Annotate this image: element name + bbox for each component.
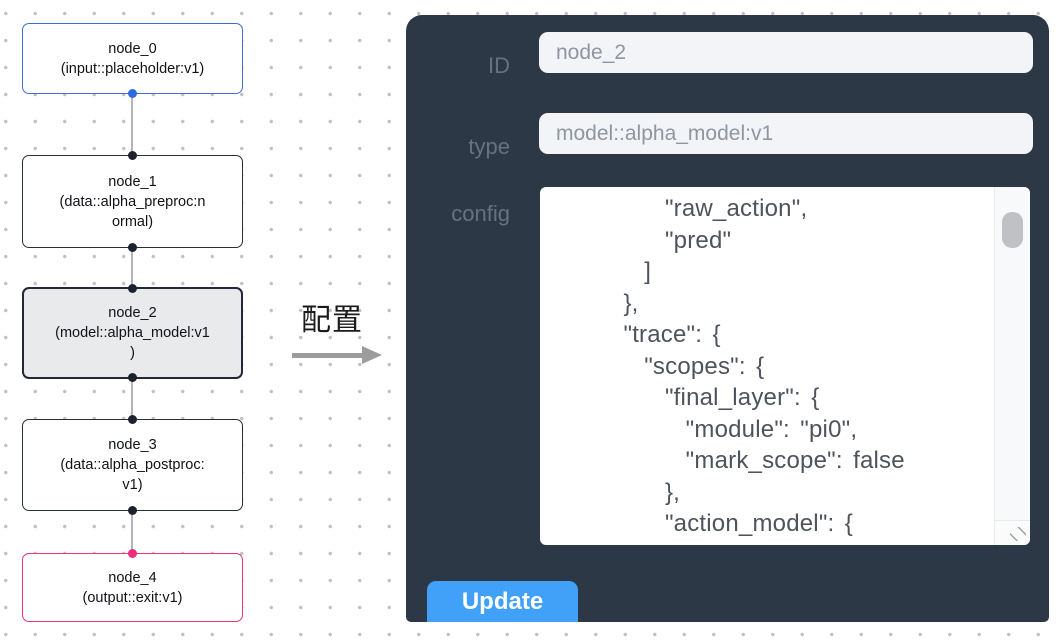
scrollbar-thumb[interactable] [1002, 212, 1023, 248]
node-label: node_3 (data::alpha_postproc: v1) [60, 437, 205, 493]
flow-canvas[interactable]: node_0 (input::placeholder:v1)node_1 (da… [0, 0, 400, 643]
node-label: node_2 (model::alpha_model:v1 ) [55, 305, 210, 361]
flow-node-node_0[interactable]: node_0 (input::placeholder:v1) [22, 23, 243, 98]
bottom-port-handle[interactable] [128, 243, 137, 252]
node-label: node_1 (data::alpha_preproc:n ormal) [59, 173, 206, 230]
node-label: node_4 (output::exit:v1) [82, 569, 183, 606]
flow-node-node_3[interactable]: node_3 (data::alpha_postproc: v1) [22, 415, 243, 515]
resize-grip-icon[interactable] [1010, 527, 1026, 541]
top-port-handle[interactable] [128, 151, 137, 160]
transfer-annotation: 配置 [290, 295, 400, 364]
transfer-label: 配置 [301, 304, 363, 337]
bottom-port-handle[interactable] [128, 506, 137, 515]
arrow-shaft [292, 353, 364, 358]
type-field-label: type [468, 134, 510, 159]
config-json-text[interactable]: "raw_action", "pred" ] }, "trace": { "sc… [623, 195, 905, 537]
bottom-port-handle[interactable] [128, 373, 137, 382]
id-input[interactable] [539, 32, 1033, 73]
update-button[interactable]: Update [427, 581, 578, 622]
node-label: node_0 (input::placeholder:v1) [60, 40, 205, 77]
config-textarea[interactable]: "raw_action", "pred" ] }, "trace": { "sc… [540, 187, 1030, 545]
right-arrow-icon [290, 346, 400, 364]
config-panel: ID type config "raw_action", "pred" ] },… [406, 15, 1049, 622]
config-field-label: config [451, 201, 510, 226]
id-field-label: ID [488, 53, 510, 78]
bottom-port-handle[interactable] [128, 89, 137, 98]
flow-node-node_1[interactable]: node_1 (data::alpha_preproc:n ormal) [22, 151, 243, 252]
flow-node-node_4[interactable]: node_4 (output::exit:v1) [22, 549, 243, 622]
scrollbar-corner [994, 520, 1030, 545]
arrow-head [362, 346, 382, 364]
top-port-handle[interactable] [128, 284, 137, 293]
flow-node-node_2[interactable]: node_2 (model::alpha_model:v1 ) [22, 284, 243, 382]
top-port-handle[interactable] [128, 549, 137, 558]
top-port-handle[interactable] [128, 415, 137, 424]
type-input[interactable] [539, 113, 1033, 154]
scrollbar-track[interactable] [994, 187, 1030, 520]
